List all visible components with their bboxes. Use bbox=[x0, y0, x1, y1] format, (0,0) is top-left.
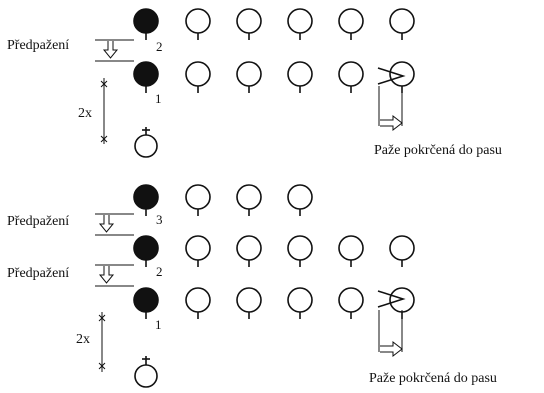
bottom-row-2 bbox=[133, 235, 415, 267]
open-person-icon bbox=[185, 8, 211, 40]
open-person-icon bbox=[287, 61, 313, 93]
top-arm-arrow-icon bbox=[380, 114, 403, 132]
filled-person-icon bbox=[133, 61, 159, 93]
open-person-icon bbox=[185, 61, 211, 93]
open-person-icon bbox=[389, 235, 415, 267]
open-person-icon bbox=[389, 8, 415, 40]
open-person-icon bbox=[236, 184, 262, 216]
bottom-arm-arrow-icon bbox=[380, 340, 403, 358]
top-caption: Paže pokrčená do pasu bbox=[374, 143, 502, 158]
bottom-rank-1-label: 1 bbox=[155, 317, 162, 332]
top-distance-label: 2x bbox=[78, 106, 92, 121]
bottom-leader-icon bbox=[134, 356, 158, 388]
open-person-icon bbox=[338, 8, 364, 40]
bottom-distance-label: 2x bbox=[76, 332, 90, 347]
open-person-icon bbox=[185, 287, 211, 319]
top-rank-1-label: 1 bbox=[155, 91, 162, 106]
open-person-icon bbox=[185, 235, 211, 267]
open-person-icon bbox=[236, 8, 262, 40]
top-arm-detail bbox=[377, 67, 406, 132]
bottom-predpazeni-label-2: Předpažení bbox=[7, 266, 69, 281]
bottom-arm-detail bbox=[377, 290, 406, 358]
filled-person-icon bbox=[133, 184, 159, 216]
bottom-predpazeni-label-1: Předpažení bbox=[7, 214, 69, 229]
bottom-row-3 bbox=[133, 184, 313, 216]
open-person-icon bbox=[287, 235, 313, 267]
open-person-icon bbox=[185, 184, 211, 216]
top-distance-marker bbox=[100, 78, 108, 144]
top-formation: Předpažení 2 1 2x Paže pokrčená do pasu bbox=[7, 8, 502, 158]
bottom-step-arrow-2-icon bbox=[95, 264, 134, 287]
open-person-icon bbox=[236, 287, 262, 319]
filled-person-icon bbox=[133, 8, 159, 40]
filled-person-icon bbox=[133, 235, 159, 267]
bottom-rank-3-label: 3 bbox=[156, 212, 163, 227]
open-person-icon bbox=[236, 61, 262, 93]
open-person-icon bbox=[287, 184, 313, 216]
bottom-step-arrow-1-icon bbox=[95, 213, 134, 236]
bottom-rank-2-label: 2 bbox=[156, 264, 163, 279]
bottom-row-1 bbox=[133, 287, 415, 319]
open-person-icon bbox=[338, 235, 364, 267]
bottom-formation: Předpažení Předpažení 3 2 1 2x Paže pokr… bbox=[7, 184, 497, 388]
open-person-icon bbox=[338, 61, 364, 93]
top-row-2 bbox=[133, 8, 415, 40]
top-predpazeni-label: Předpažení bbox=[7, 38, 69, 53]
filled-person-icon bbox=[133, 287, 159, 319]
open-person-icon bbox=[338, 287, 364, 319]
bottom-distance-marker bbox=[98, 312, 106, 372]
bottom-caption: Paže pokrčená do pasu bbox=[369, 371, 497, 386]
top-rank-2-label: 2 bbox=[156, 39, 163, 54]
top-step-arrow-icon bbox=[95, 39, 134, 62]
open-person-icon bbox=[287, 8, 313, 40]
open-person-icon bbox=[287, 287, 313, 319]
top-leader-icon bbox=[134, 127, 158, 158]
open-person-icon bbox=[236, 235, 262, 267]
top-row-1 bbox=[133, 61, 415, 93]
